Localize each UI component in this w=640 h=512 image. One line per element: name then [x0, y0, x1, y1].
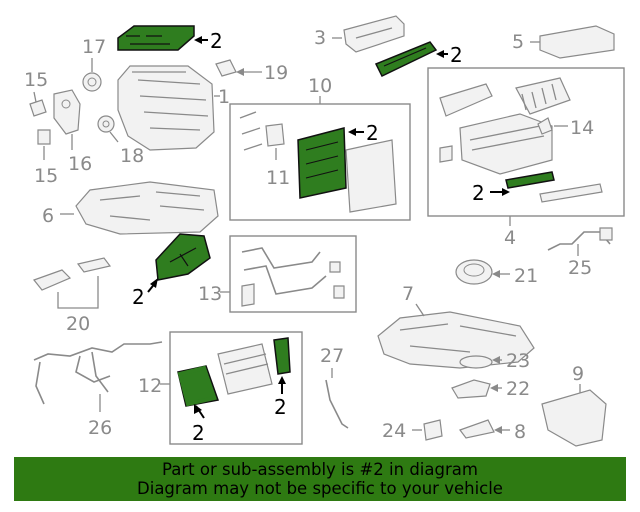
callout-7: 7 [402, 283, 414, 305]
callout-15-bottom: 15 [34, 165, 58, 187]
callout-22: 22 [506, 378, 530, 400]
harness-26[interactable] [33, 341, 163, 361]
hose-27[interactable] [325, 379, 349, 429]
duct-9[interactable] [541, 389, 607, 447]
callout-19: 19 [264, 62, 288, 84]
grommet-18[interactable] [97, 115, 115, 133]
sensor-11[interactable] [265, 123, 285, 147]
callout-3: 3 [314, 27, 326, 49]
callout-25: 25 [568, 257, 592, 279]
callout-24: 24 [382, 420, 406, 442]
callout-2-top: 2 [210, 29, 223, 53]
seal-strip[interactable] [539, 183, 603, 203]
seal-blower-highlighted[interactable] [505, 171, 555, 189]
part-info-banner: Part or sub-assembly is #2 in diagram Di… [14, 457, 626, 501]
lower-housing-7[interactable] [377, 311, 535, 369]
callout-1: 1 [218, 86, 230, 108]
callout-2-blower: 2 [472, 181, 485, 205]
bracket-20b[interactable] [76, 257, 112, 273]
ring-23[interactable] [459, 355, 493, 369]
knob-17[interactable] [82, 72, 102, 92]
sensor-15-bottom[interactable] [37, 129, 51, 145]
callout-23: 23 [506, 350, 530, 372]
callout-8: 8 [514, 421, 526, 443]
banner-line-2: Diagram may not be specific to your vehi… [137, 479, 503, 498]
callout-26: 26 [88, 417, 112, 439]
heater-group-box-12 [169, 331, 303, 445]
callout-15-top: 15 [24, 69, 48, 91]
callout-17: 17 [82, 36, 106, 58]
callout-27: 27 [320, 345, 344, 367]
blower-group-box-4 [427, 67, 625, 217]
callout-2-heater-left: 2 [192, 421, 205, 445]
evaporator-seal-highlighted[interactable] [297, 127, 347, 199]
seal-top-highlighted[interactable] [117, 25, 195, 51]
parts-diagram: 2 17 1 15 16 18 15 6 3 2 5 [24, 15, 625, 447]
bolt[interactable] [439, 145, 453, 163]
callout-21: 21 [514, 265, 538, 287]
callout-13: 13 [198, 283, 222, 305]
bracket-8[interactable] [459, 419, 495, 439]
bracket-20a[interactable] [33, 269, 72, 291]
seal-duct-highlighted[interactable] [374, 41, 438, 77]
blower-motor-21[interactable] [455, 259, 493, 285]
heater-seal-highlighted[interactable] [177, 365, 219, 407]
callout-9: 9 [572, 363, 584, 385]
seal-left-highlighted[interactable] [155, 233, 211, 281]
clip-19[interactable] [215, 59, 237, 77]
banner-line-1: Part or sub-assembly is #2 in diagram [162, 460, 478, 479]
clip-14[interactable] [537, 117, 553, 135]
duct-3[interactable] [343, 15, 405, 53]
callout-6: 6 [42, 205, 54, 227]
callout-2-duct: 2 [450, 43, 463, 67]
callout-18: 18 [120, 145, 144, 167]
sensor-15-top[interactable] [29, 99, 47, 117]
callout-12: 12 [138, 375, 162, 397]
callout-2-evap: 2 [366, 121, 379, 145]
actuator-16[interactable] [53, 89, 81, 135]
callout-4: 4 [504, 227, 516, 249]
callout-10: 10 [308, 75, 332, 97]
callout-2-heater-right: 2 [274, 395, 287, 419]
outlet-duct[interactable] [439, 83, 493, 117]
callout-16: 16 [68, 153, 92, 175]
actuator-24[interactable] [423, 419, 443, 441]
callout-14: 14 [570, 117, 594, 139]
heater-seal-small-highlighted[interactable] [273, 337, 291, 375]
cabin-filter-5[interactable] [539, 25, 615, 59]
pipe-group-box-13 [229, 235, 357, 313]
callout-2-left: 2 [132, 285, 145, 309]
lower-case-6[interactable] [75, 181, 219, 235]
resistor-22[interactable] [451, 379, 491, 399]
blower-wheel-part[interactable] [515, 77, 571, 115]
callout-20: 20 [66, 313, 90, 335]
evaporator-core[interactable] [345, 139, 397, 213]
callout-5: 5 [512, 31, 524, 53]
hvac-case-1[interactable] [117, 65, 215, 151]
callout-11: 11 [266, 167, 290, 189]
evaporator-group-box-10 [229, 103, 411, 221]
